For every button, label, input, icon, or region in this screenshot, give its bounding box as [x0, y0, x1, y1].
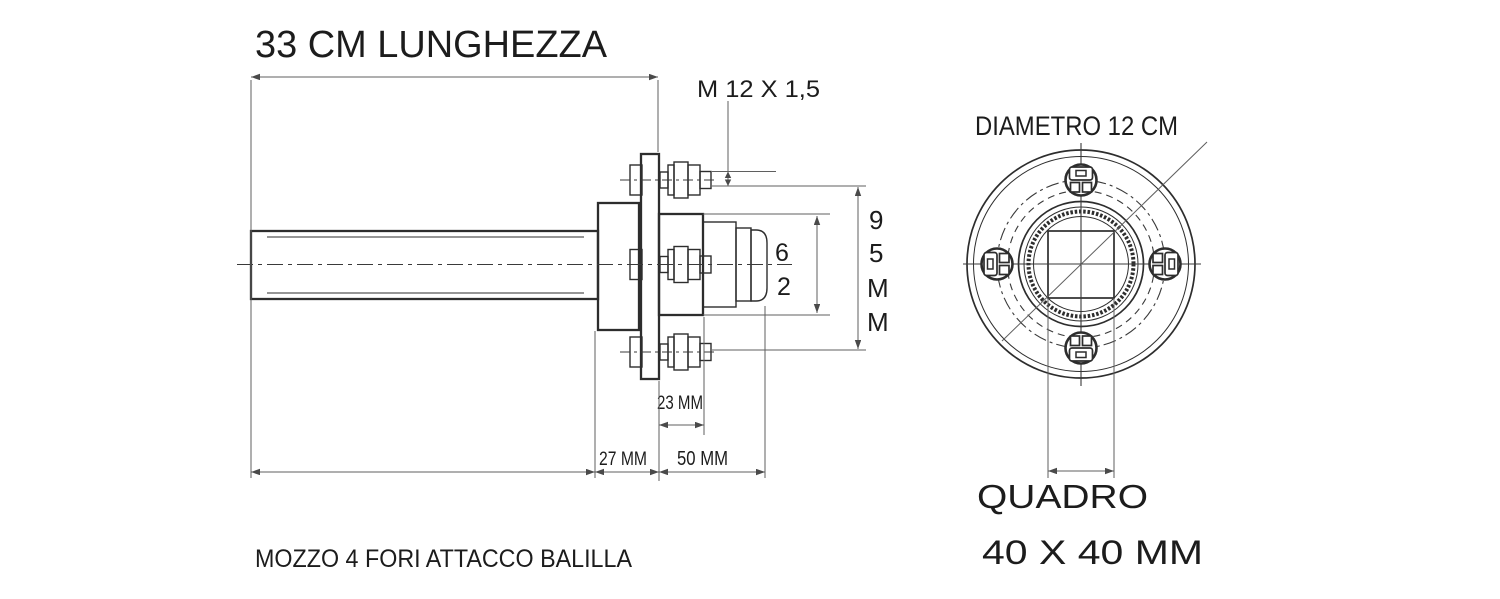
- length-label: 33 CM LUNGHEZZA: [255, 24, 608, 66]
- thread-arrow-down: [724, 179, 732, 186]
- bearing-cap-dome: [750, 229, 768, 302]
- hub-offset-label: 23 MM: [657, 393, 703, 414]
- castle-nut-left: [980, 247, 1014, 281]
- bolt-circle-char-1: 9: [869, 205, 883, 235]
- castle-nut-top: [1064, 163, 1098, 197]
- hub-section-label: 50 MM: [677, 448, 728, 470]
- castle-nut-bottom: [1064, 331, 1098, 365]
- castle-nut-right: [1148, 247, 1182, 281]
- square-size-label: 40 X 40 MM: [982, 534, 1203, 572]
- drawing-caption: MOZZO 4 FORI ATTACCO BALILLA: [255, 545, 632, 573]
- bolt-circle-char-4: M: [867, 307, 889, 337]
- diameter-label: DIAMETRO 12 CM: [975, 111, 1178, 141]
- drum-diameter-char-2: 2: [777, 273, 791, 301]
- drum-diameter-char-1: 6: [775, 239, 789, 267]
- bolt-circle-char-2: 5: [869, 238, 883, 268]
- diameter-diagonal-line: [1001, 141, 1208, 342]
- thread-label: M 12 X 1,5: [697, 76, 820, 103]
- flange-section-label: 27 MM: [599, 449, 647, 470]
- thread-arrow-up: [724, 171, 732, 178]
- square-label: QUADRO: [977, 478, 1148, 515]
- hub-flange-plate: [639, 152, 661, 381]
- front-view: DIAMETRO 12 CM QUADRO: [963, 111, 1208, 572]
- shaft-step-block: [596, 201, 641, 332]
- side-view: 33 CM LUNGHEZZA M 12 X 1,5 9 5 M M 6 2 2…: [237, 24, 889, 573]
- bolt-circle-char-3: M: [867, 273, 889, 303]
